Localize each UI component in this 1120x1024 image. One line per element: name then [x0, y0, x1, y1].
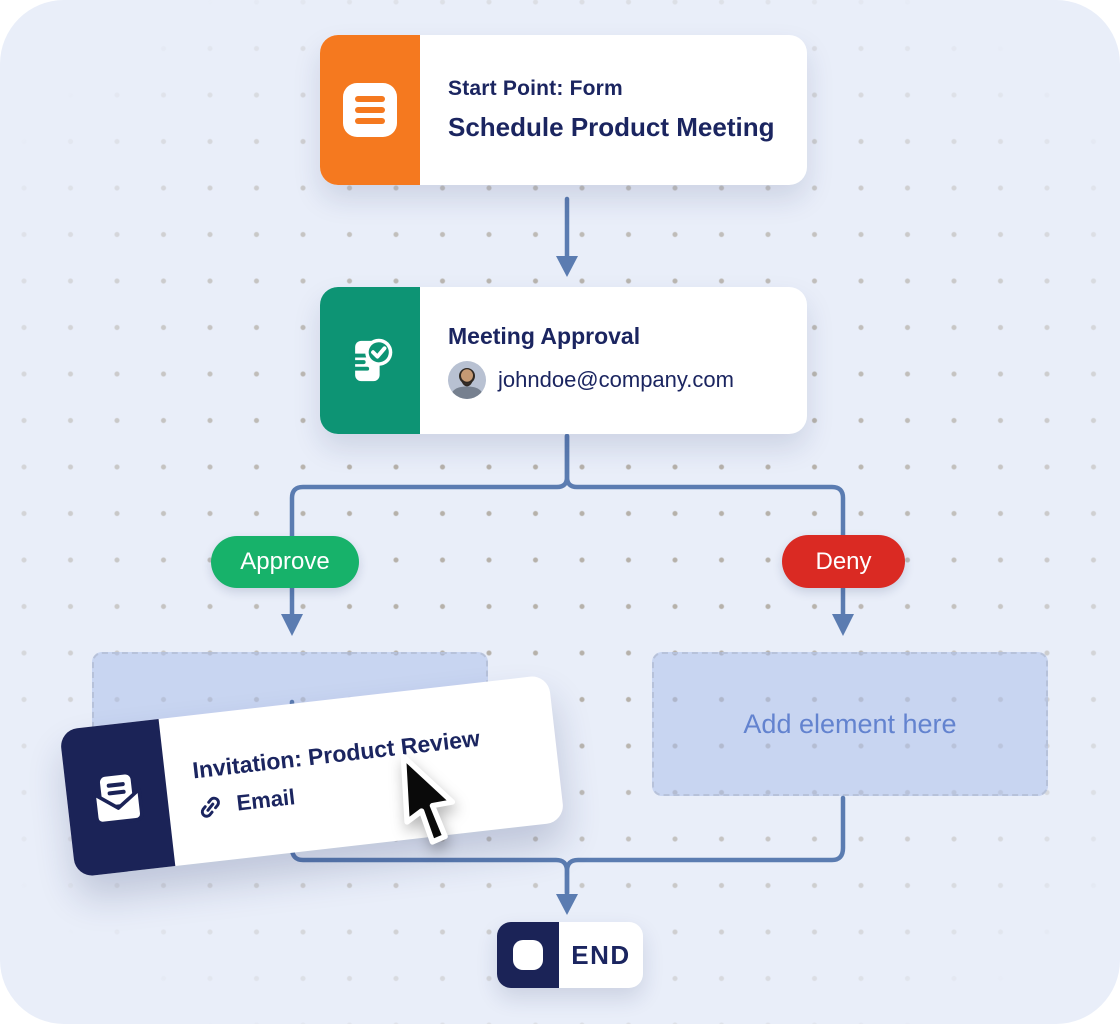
approval-node-card[interactable]: Meeting Approval johndoe@company.com — [320, 287, 807, 434]
channel-label: Email — [235, 784, 297, 816]
start-node-kind-label: Start Point: Form — [448, 77, 623, 100]
arrowhead-to-end — [556, 894, 578, 915]
approval-node-icon-block — [320, 287, 420, 434]
invitation-node-icon-block — [59, 719, 176, 878]
invitation-node-card[interactable]: Invitation: Product Review Email — [59, 674, 565, 878]
stop-square-icon — [513, 940, 543, 970]
start-node-icon-block — [320, 35, 420, 185]
start-node-title: Schedule Product Meeting — [448, 112, 775, 142]
deny-branch-pill[interactable]: Deny — [782, 535, 905, 588]
mouse-cursor-icon — [400, 753, 456, 845]
drop-zone-add-element[interactable]: Add element here — [652, 652, 1048, 796]
end-node-icon-block — [497, 922, 559, 988]
approval-node-body: Meeting Approval johndoe@company.com — [420, 287, 807, 434]
arrowhead-deny — [832, 614, 854, 636]
assignee-row: johndoe@company.com — [448, 360, 807, 399]
approve-branch-pill[interactable]: Approve — [211, 536, 359, 588]
invitation-node-body: Invitation: Product Review Email — [159, 675, 565, 866]
link-icon — [200, 796, 220, 818]
deny-branch-label: Deny — [815, 547, 872, 575]
connector-merge-right — [564, 795, 846, 896]
approval-check-icon — [349, 338, 393, 381]
form-icon — [343, 83, 397, 137]
drop-zone-label: Add element here — [743, 708, 957, 739]
end-node[interactable]: END — [497, 922, 643, 988]
arrowhead-approve — [281, 614, 303, 636]
assignee-email: johndoe@company.com — [498, 366, 734, 392]
approve-branch-label: Approve — [240, 548, 330, 575]
avatar — [448, 360, 486, 399]
arrowhead-to-approval — [556, 256, 578, 277]
connector-branch-deny — [564, 433, 846, 620]
channel-row: Email — [195, 754, 560, 822]
envelope-icon — [92, 774, 144, 826]
approval-node-title: Meeting Approval — [448, 322, 641, 349]
connector-branch-approve — [289, 433, 570, 620]
end-node-label: END — [571, 939, 631, 970]
start-node-card[interactable]: Start Point: Form Schedule Product Meeti… — [320, 35, 807, 185]
start-node-body: Start Point: Form Schedule Product Meeti… — [420, 35, 807, 185]
